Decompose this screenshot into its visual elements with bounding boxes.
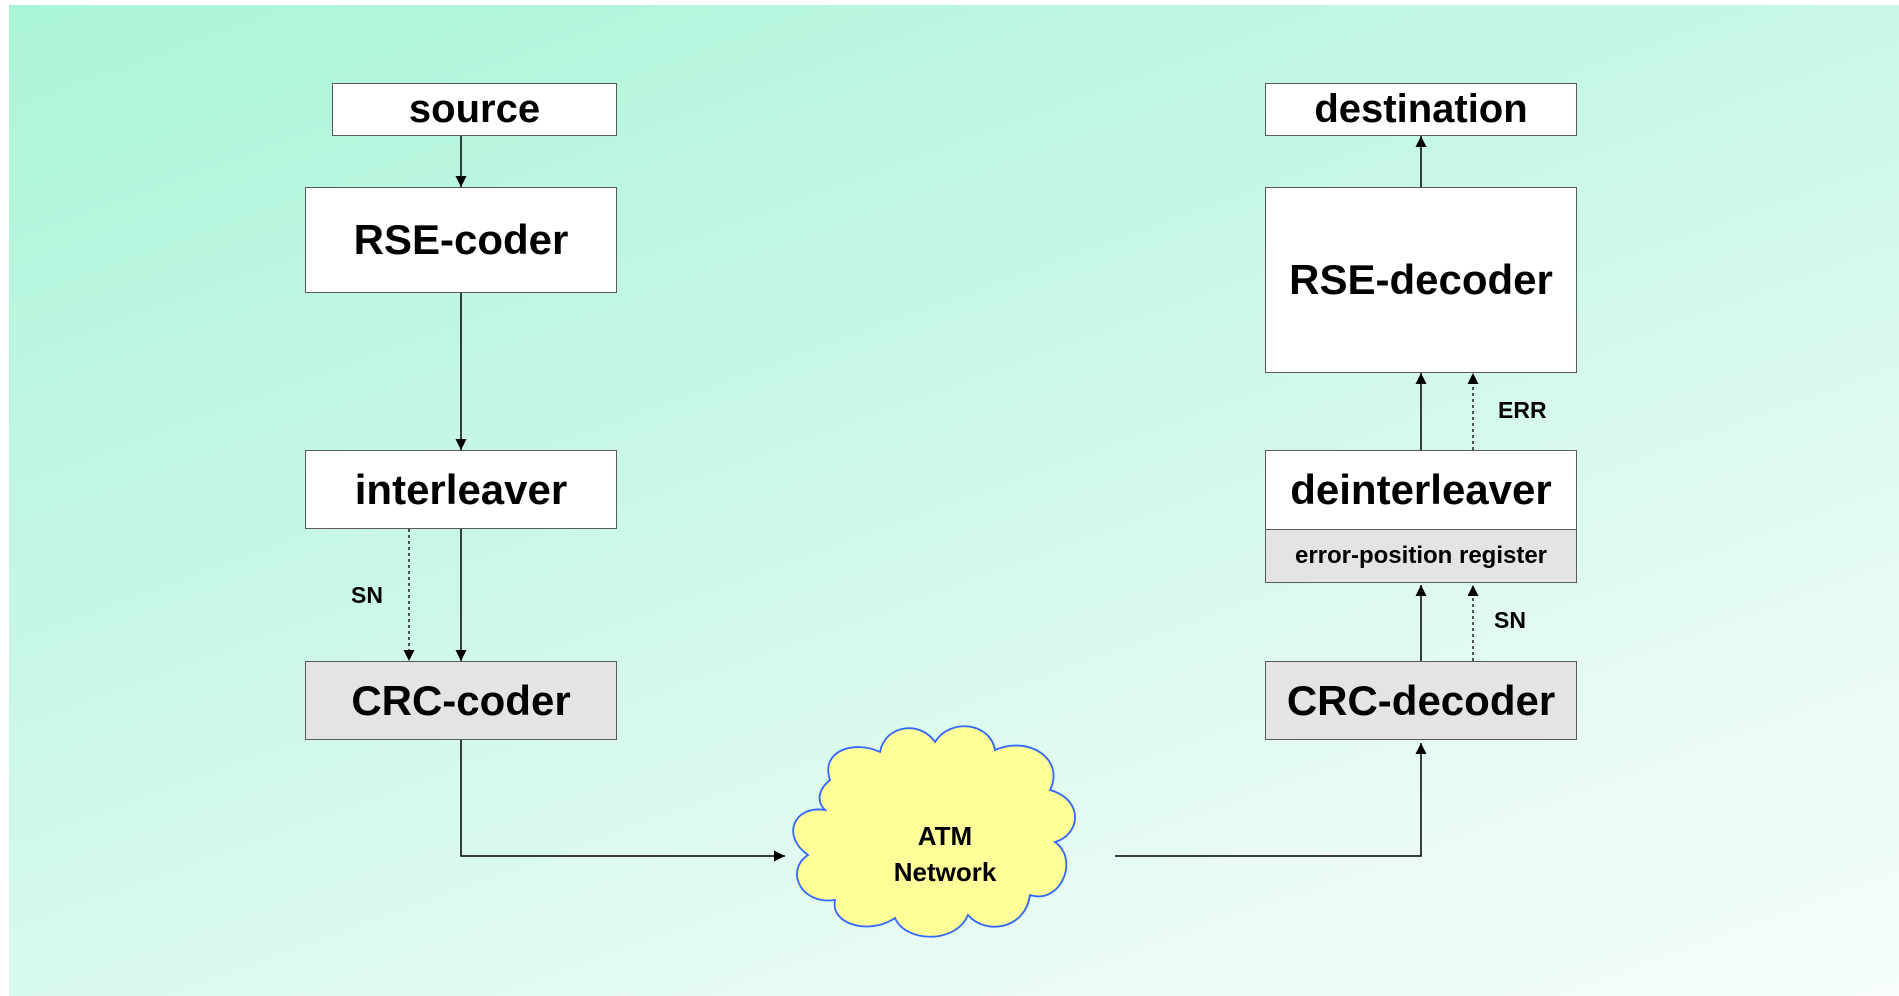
atm-network-label: ATM Network [855, 818, 1035, 890]
crc-coder-label: CRC-coder [351, 676, 571, 724]
atm-network-line2: Network [893, 857, 997, 887]
arrow-crc-coder-to-network [460, 740, 785, 862]
sn-right-label: SN [1494, 607, 1526, 633]
crc-decoder-label: CRC-decoder [1286, 676, 1556, 724]
destination-label: destination [1314, 87, 1528, 131]
crc-decoder-block: CRC-decoder [1265, 661, 1577, 740]
crc-coder-block: CRC-coder [305, 661, 617, 740]
error-position-register-label: error-position register [1294, 542, 1548, 569]
rse-coder-block: RSE-coder [305, 187, 617, 293]
destination-block: destination [1265, 83, 1577, 136]
interleaver-label: interleaver [354, 465, 568, 513]
rse-coder-label: RSE-coder [353, 216, 569, 263]
source-block: source [332, 83, 617, 136]
deinterleaver-block: deinterleaver [1265, 450, 1577, 530]
arrow-network-to-crc-decoder [1115, 743, 1427, 857]
interleaver-block: interleaver [305, 450, 617, 529]
source-label: source [408, 87, 541, 131]
atm-network-cloud [792, 725, 1076, 938]
rse-decoder-label: RSE-decoder [1289, 256, 1553, 303]
rse-decoder-block: RSE-decoder [1265, 187, 1577, 373]
deinterleaver-label: deinterleaver [1290, 466, 1552, 513]
atm-network-line1: ATM [917, 821, 973, 851]
sn-left-label: SN [351, 582, 383, 608]
error-position-register-block: error-position register [1265, 529, 1577, 583]
err-label: ERR [1498, 397, 1547, 423]
